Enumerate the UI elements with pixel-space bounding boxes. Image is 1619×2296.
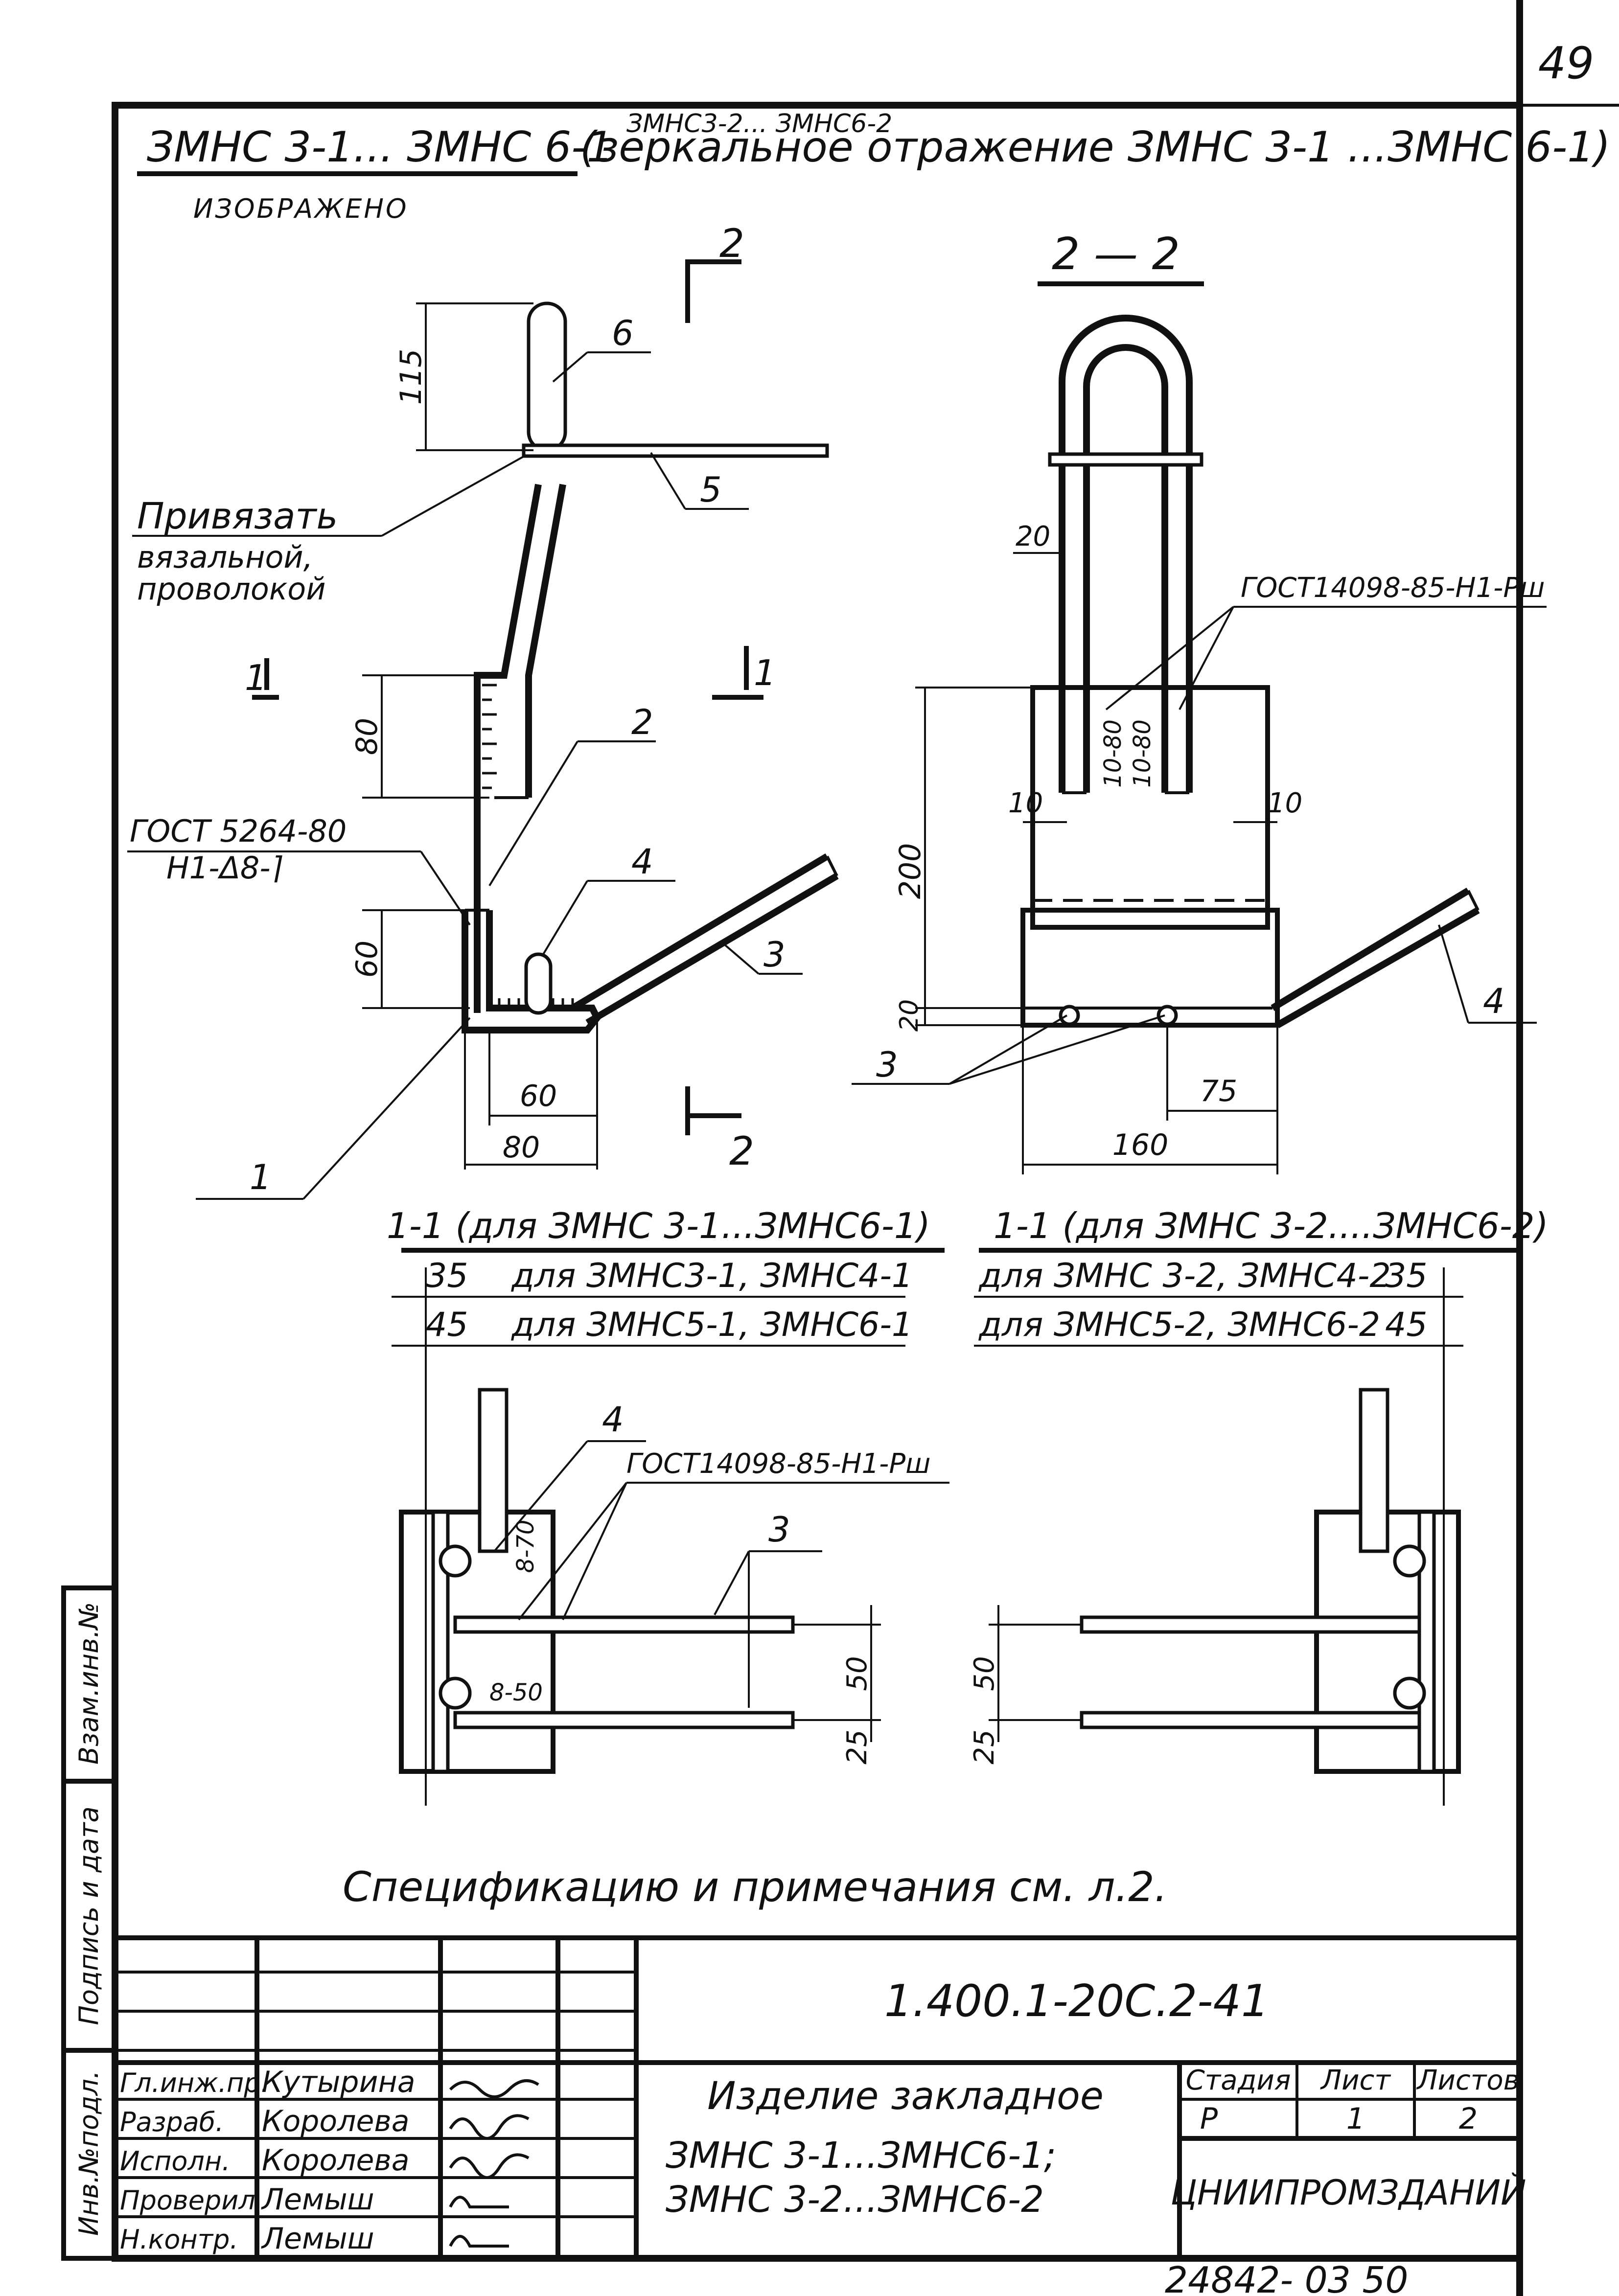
weld-standard-2-2: ГОСТ14098-85-Н1-Рш: [1241, 572, 1545, 604]
row1-dim-left: 35: [426, 1257, 468, 1295]
sheet-label: Лист: [1320, 2065, 1391, 2096]
item-line2: ЗМНС 3-2...ЗМНС6-2: [666, 2179, 1044, 2221]
role-3: Проверил: [120, 2185, 255, 2216]
archive-code: 24842- 03 50: [1165, 2259, 1408, 2296]
section-mark-2-bottom: 2: [729, 1128, 754, 1174]
row2-text-right: для ЗМНС5-2, ЗМНС6-2: [978, 1306, 1380, 1344]
side-stamp-replaced: Взам.инв.№: [73, 1602, 104, 1765]
shown-label: ИЗОБРАЖЕНО: [193, 193, 408, 224]
name-1: Королева: [262, 2104, 410, 2138]
callout-6: 6: [612, 313, 634, 353]
weld-8-50: 8-50: [489, 1679, 543, 1706]
note: Спецификацию и примечания см. л.2.: [343, 1863, 1167, 1911]
dim-75: 75: [1200, 1074, 1237, 1108]
section-1-1-right-title: 1-1 (для ЗМНС 3-2....ЗМНС6-2): [994, 1205, 1549, 1246]
row1-dim-right: 35: [1385, 1257, 1428, 1295]
title-superscript: ЗМНС3-2... ЗМНС6-2: [626, 109, 892, 138]
side-stamp: Инв.№подл. Подпись и дата Взам.инв.№: [61, 1585, 117, 2261]
callout-4: 4: [631, 842, 653, 882]
anchor-4: [524, 952, 553, 1015]
organization: ЦНИИПРОМЗДАНИЙ: [1171, 2173, 1526, 2213]
tie-note-line2: вязальной,: [137, 539, 313, 575]
dim-60-horz: 60: [520, 1079, 557, 1113]
callout-2: 2: [631, 702, 653, 742]
role-4: Н.контр.: [120, 2224, 238, 2255]
dim-115: 115: [394, 349, 428, 405]
role-0: Гл.инж.пр.: [120, 2067, 269, 2098]
stage-label: Стадия: [1186, 2065, 1291, 2096]
doc-code: 1.400.1-20С.2-41: [884, 1975, 1269, 2027]
role-1: Разраб.: [120, 2107, 224, 2137]
dim-50-right: 50: [969, 1656, 1000, 1691]
section-2-2: 2 — 2 200 20 160 75 10: [852, 229, 1547, 1174]
item-line1: ЗМНС 3-1...ЗМНС6-1;: [666, 2135, 1056, 2177]
row2-dim-left: 45: [426, 1306, 468, 1344]
dim-10-left: 10: [1008, 787, 1043, 819]
section-2-2-title: 2 — 2: [1052, 229, 1180, 280]
stage-value: Р: [1200, 2102, 1218, 2136]
dim-20-top: 20: [1016, 521, 1050, 552]
section-1-1-left-title: 1-1 (для ЗМНС 3-1...ЗМНС6-1): [387, 1205, 930, 1246]
callout-3-s11: 3: [768, 1510, 790, 1550]
callout-1: 1: [250, 1157, 272, 1197]
section-mark-2-top: 2: [719, 221, 744, 266]
weld-standard-side-1: ГОСТ 5264-80: [130, 813, 347, 849]
callout-4-s11: 4: [602, 1400, 624, 1440]
section-mark-1-right: 1: [754, 652, 776, 693]
title-mirror: (зеркальное отражение ЗМНС 3-1 ...ЗМНС 6…: [580, 123, 1611, 172]
dim-60-vert: 60: [350, 941, 384, 978]
dim-20-bottom: 20: [895, 999, 924, 1032]
section-1-1-left: 1-1 (для ЗМНС 3-1...ЗМНС6-1) 35 для ЗМНС…: [387, 1205, 949, 1806]
name-3: Лемыш: [261, 2182, 374, 2217]
sheets-value: 2: [1459, 2102, 1478, 2136]
row2-text-left: для ЗМНС5-1, ЗМНС6-1: [511, 1306, 913, 1344]
side-stamp-signature: Подпись и дата: [73, 1806, 104, 2025]
name-0: Кутырина: [262, 2065, 416, 2099]
tie-note-line3: проволокой: [137, 571, 326, 607]
callout-3: 3: [763, 935, 786, 975]
weld-standard-side-2: Н1-Δ8-⌉: [166, 850, 283, 886]
sheet-frame: [112, 0, 1619, 2296]
weld-size-1: 10-80: [1099, 719, 1127, 787]
sheets-label: Листов: [1416, 2065, 1519, 2096]
name-4: Лемыш: [261, 2222, 374, 2256]
plate-5: [522, 443, 829, 458]
signature-marks: [449, 2079, 539, 2248]
tie-note-line1: Привязать: [137, 495, 338, 537]
dim-200: 200: [893, 843, 927, 899]
row1-text-right: для ЗМНС 3-2, ЗМНС4-2: [978, 1257, 1391, 1295]
row2-dim-right: 45: [1385, 1306, 1428, 1344]
item-title: Изделие закладное: [707, 2074, 1104, 2118]
dim-50-left: 50: [841, 1656, 873, 1691]
role-2: Исполн.: [120, 2146, 230, 2177]
row1-text-left: для ЗМНС3-1, ЗМНС4-1: [511, 1257, 913, 1295]
section-mark-1-left: 1: [245, 657, 267, 698]
dim-80-horz: 80: [503, 1130, 540, 1165]
title-main: ЗМНС 3-1... ЗМНС 6-1: [147, 123, 613, 172]
title-block: 1.400.1-20С.2-41 Гл.инж.пр. Кутырина Раз…: [115, 1935, 1526, 2258]
name-2: Королева: [262, 2143, 410, 2178]
section-1-1-right: 1-1 (для ЗМНС 3-2....ЗМНС6-2) для ЗМНС 3…: [969, 1205, 1549, 1806]
callout-3-s22: 3: [876, 1045, 898, 1085]
side-view: 115 80 60 60 80 6 5 2 4 3 1 Привязать вя…: [127, 221, 839, 1200]
callout-5: 5: [700, 470, 722, 510]
dim-25-right: 25: [969, 1729, 1000, 1764]
weld-standard-1-1: ГОСТ14098-85-Н1-Рш: [626, 1448, 930, 1480]
callout-4-s22: 4: [1483, 981, 1505, 1021]
weld-size-2: 10-80: [1129, 719, 1156, 787]
page-number: 49: [1538, 38, 1595, 89]
sheet-value: 1: [1346, 2102, 1365, 2136]
dim-80-top: 80: [350, 718, 384, 755]
dim-25-left: 25: [841, 1729, 873, 1764]
dim-10-right: 10: [1268, 787, 1302, 819]
side-stamp-inv: Инв.№подл.: [73, 2070, 104, 2236]
weld-8-70: 8-70: [512, 1520, 539, 1573]
dim-160: 160: [1112, 1128, 1169, 1162]
